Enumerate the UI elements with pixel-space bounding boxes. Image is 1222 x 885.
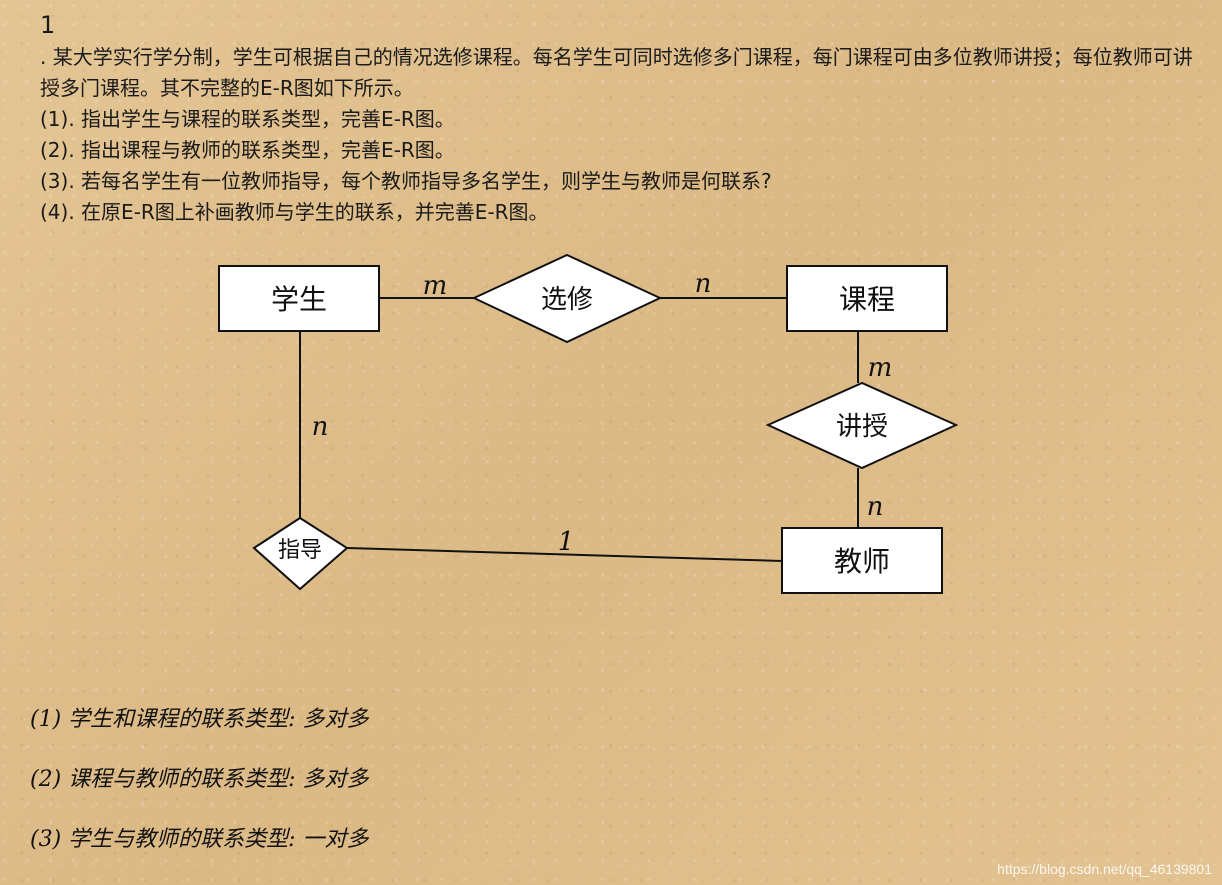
problem-text: 1 . 某大学实行学分制，学生可根据自己的情况选修课程。每名学生可同时选修多门课… [40,10,1200,228]
problem-paragraph: . 某大学实行学分制，学生可根据自己的情况选修课程。每名学生可同时选修多门课程，… [40,45,1193,100]
entity-course: 课程 [786,265,948,332]
card-student-guide: n [312,412,329,442]
answer-2: (2) 课程与教师的联系类型: 多对多 [30,767,369,792]
answer-3: (3) 学生与教师的联系类型: 一对多 [30,827,369,852]
relationship-elective-label: 选修 [541,285,593,315]
problem-number: 1 [40,11,56,39]
relationship-elective: 选修 [471,253,663,344]
relationship-guide: 指导 [252,516,349,591]
question-2: (2). 指出课程与教师的联系类型，完善E-R图。 [40,135,1200,166]
card-guide-teacher: 1 [558,527,575,557]
relationship-teach-label: 讲授 [836,412,888,442]
question-4: (4). 在原E-R图上补画教师与学生的联系，并完善E-R图。 [40,197,1200,228]
relationship-teach: 讲授 [765,381,959,470]
question-1-text: . 指出学生与课程的联系类型，完善E-R图。 [68,107,455,131]
question-3-text: . 若每名学生有一位教师指导，每个教师指导多名学生，则学生与教师是何联系? [68,169,772,193]
entity-student: 学生 [218,265,380,332]
entity-course-label: 课程 [839,283,895,316]
entity-teacher: 教师 [781,527,943,594]
question-1: (1). 指出学生与课程的联系类型，完善E-R图。 [40,104,1200,135]
watermark: https://blog.csdn.net/qq_46139801 [997,861,1212,877]
relationship-guide-label: 指导 [278,538,322,563]
question-4-text: . 在原E-R图上补画教师与学生的联系，并完善E-R图。 [68,200,549,224]
line-guide-teacher [346,547,783,562]
entity-student-label: 学生 [271,283,327,316]
question-1-label: (1) [40,107,69,131]
card-student-elective: m [423,271,448,301]
card-course-teach: m [868,353,893,383]
question-2-label: (2) [40,138,69,162]
question-3: (3). 若每名学生有一位教师指导，每个教师指导多名学生，则学生与教师是何联系? [40,166,1200,197]
entity-teacher-label: 教师 [834,545,890,578]
question-2-text: . 指出课程与教师的联系类型，完善E-R图。 [68,138,455,162]
answer-1: (1) 学生和课程的联系类型: 多对多 [30,707,369,732]
question-3-label: (3) [40,169,69,193]
card-teach-teacher: n [867,492,884,522]
card-elective-course: n [695,269,712,299]
answers: (1) 学生和课程的联系类型: 多对多 (2) 课程与教师的联系类型: 多对多 … [30,705,369,885]
question-4-label: (4) [40,200,69,224]
